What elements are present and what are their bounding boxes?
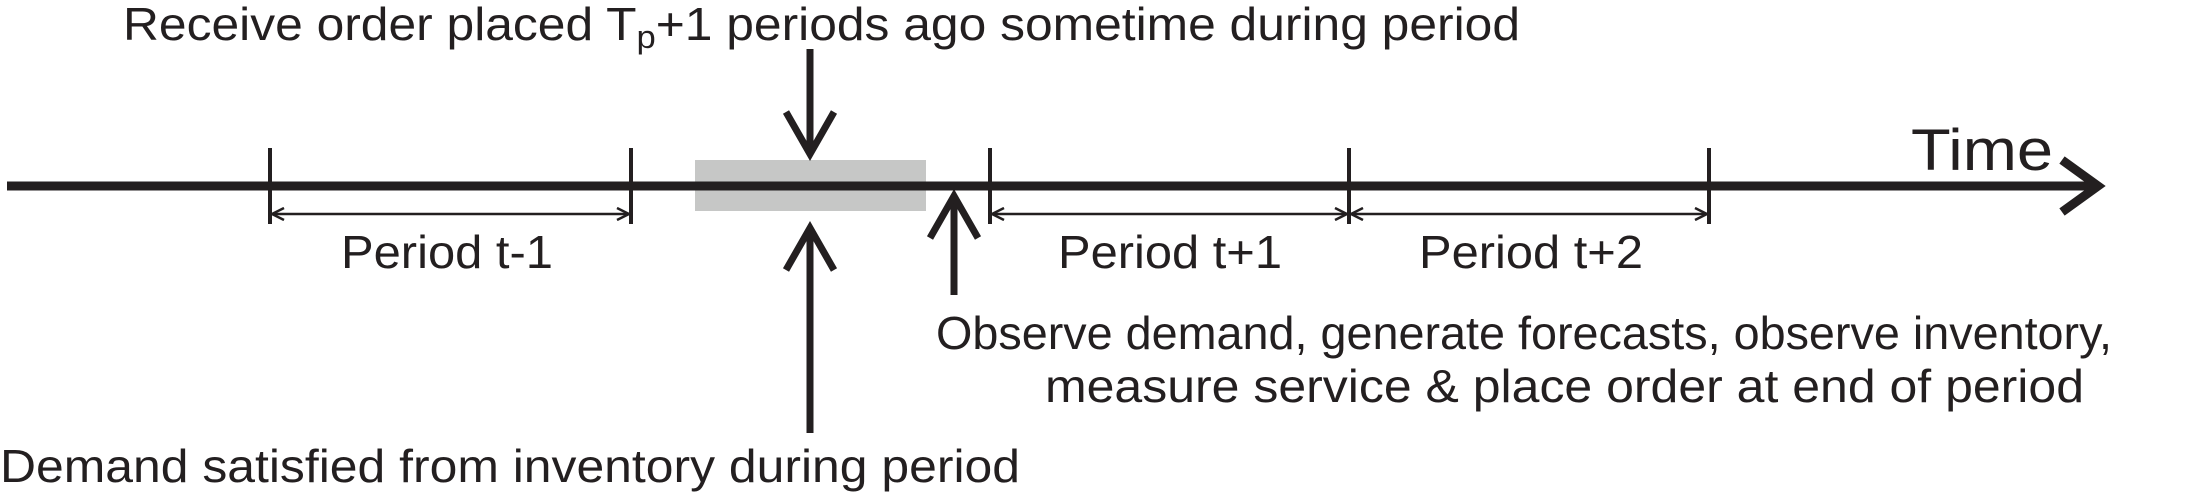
period-label-t-plus-2: Period t+2 xyxy=(1419,226,1643,278)
time-axis-label: Time xyxy=(1911,118,2053,183)
observe-demand-label-line2: measure service & place order at end of … xyxy=(1045,360,2084,412)
period-label-t-plus-1: Period t+1 xyxy=(1058,226,1282,278)
observe-demand-arrow-icon xyxy=(926,188,982,295)
demand-satisfied-label: Demand satisfied from inventory during p… xyxy=(0,440,1020,492)
demand-satisfied-arrow-icon xyxy=(782,220,838,433)
observe-demand-label-line1: Observe demand, generate forecasts, obse… xyxy=(936,307,2112,359)
time-axis-arrowhead-icon xyxy=(2059,156,2106,216)
period-ticks xyxy=(268,148,1711,224)
receive-order-arrow-icon xyxy=(782,49,838,162)
period-label-t-minus-1: Period t-1 xyxy=(341,226,553,278)
